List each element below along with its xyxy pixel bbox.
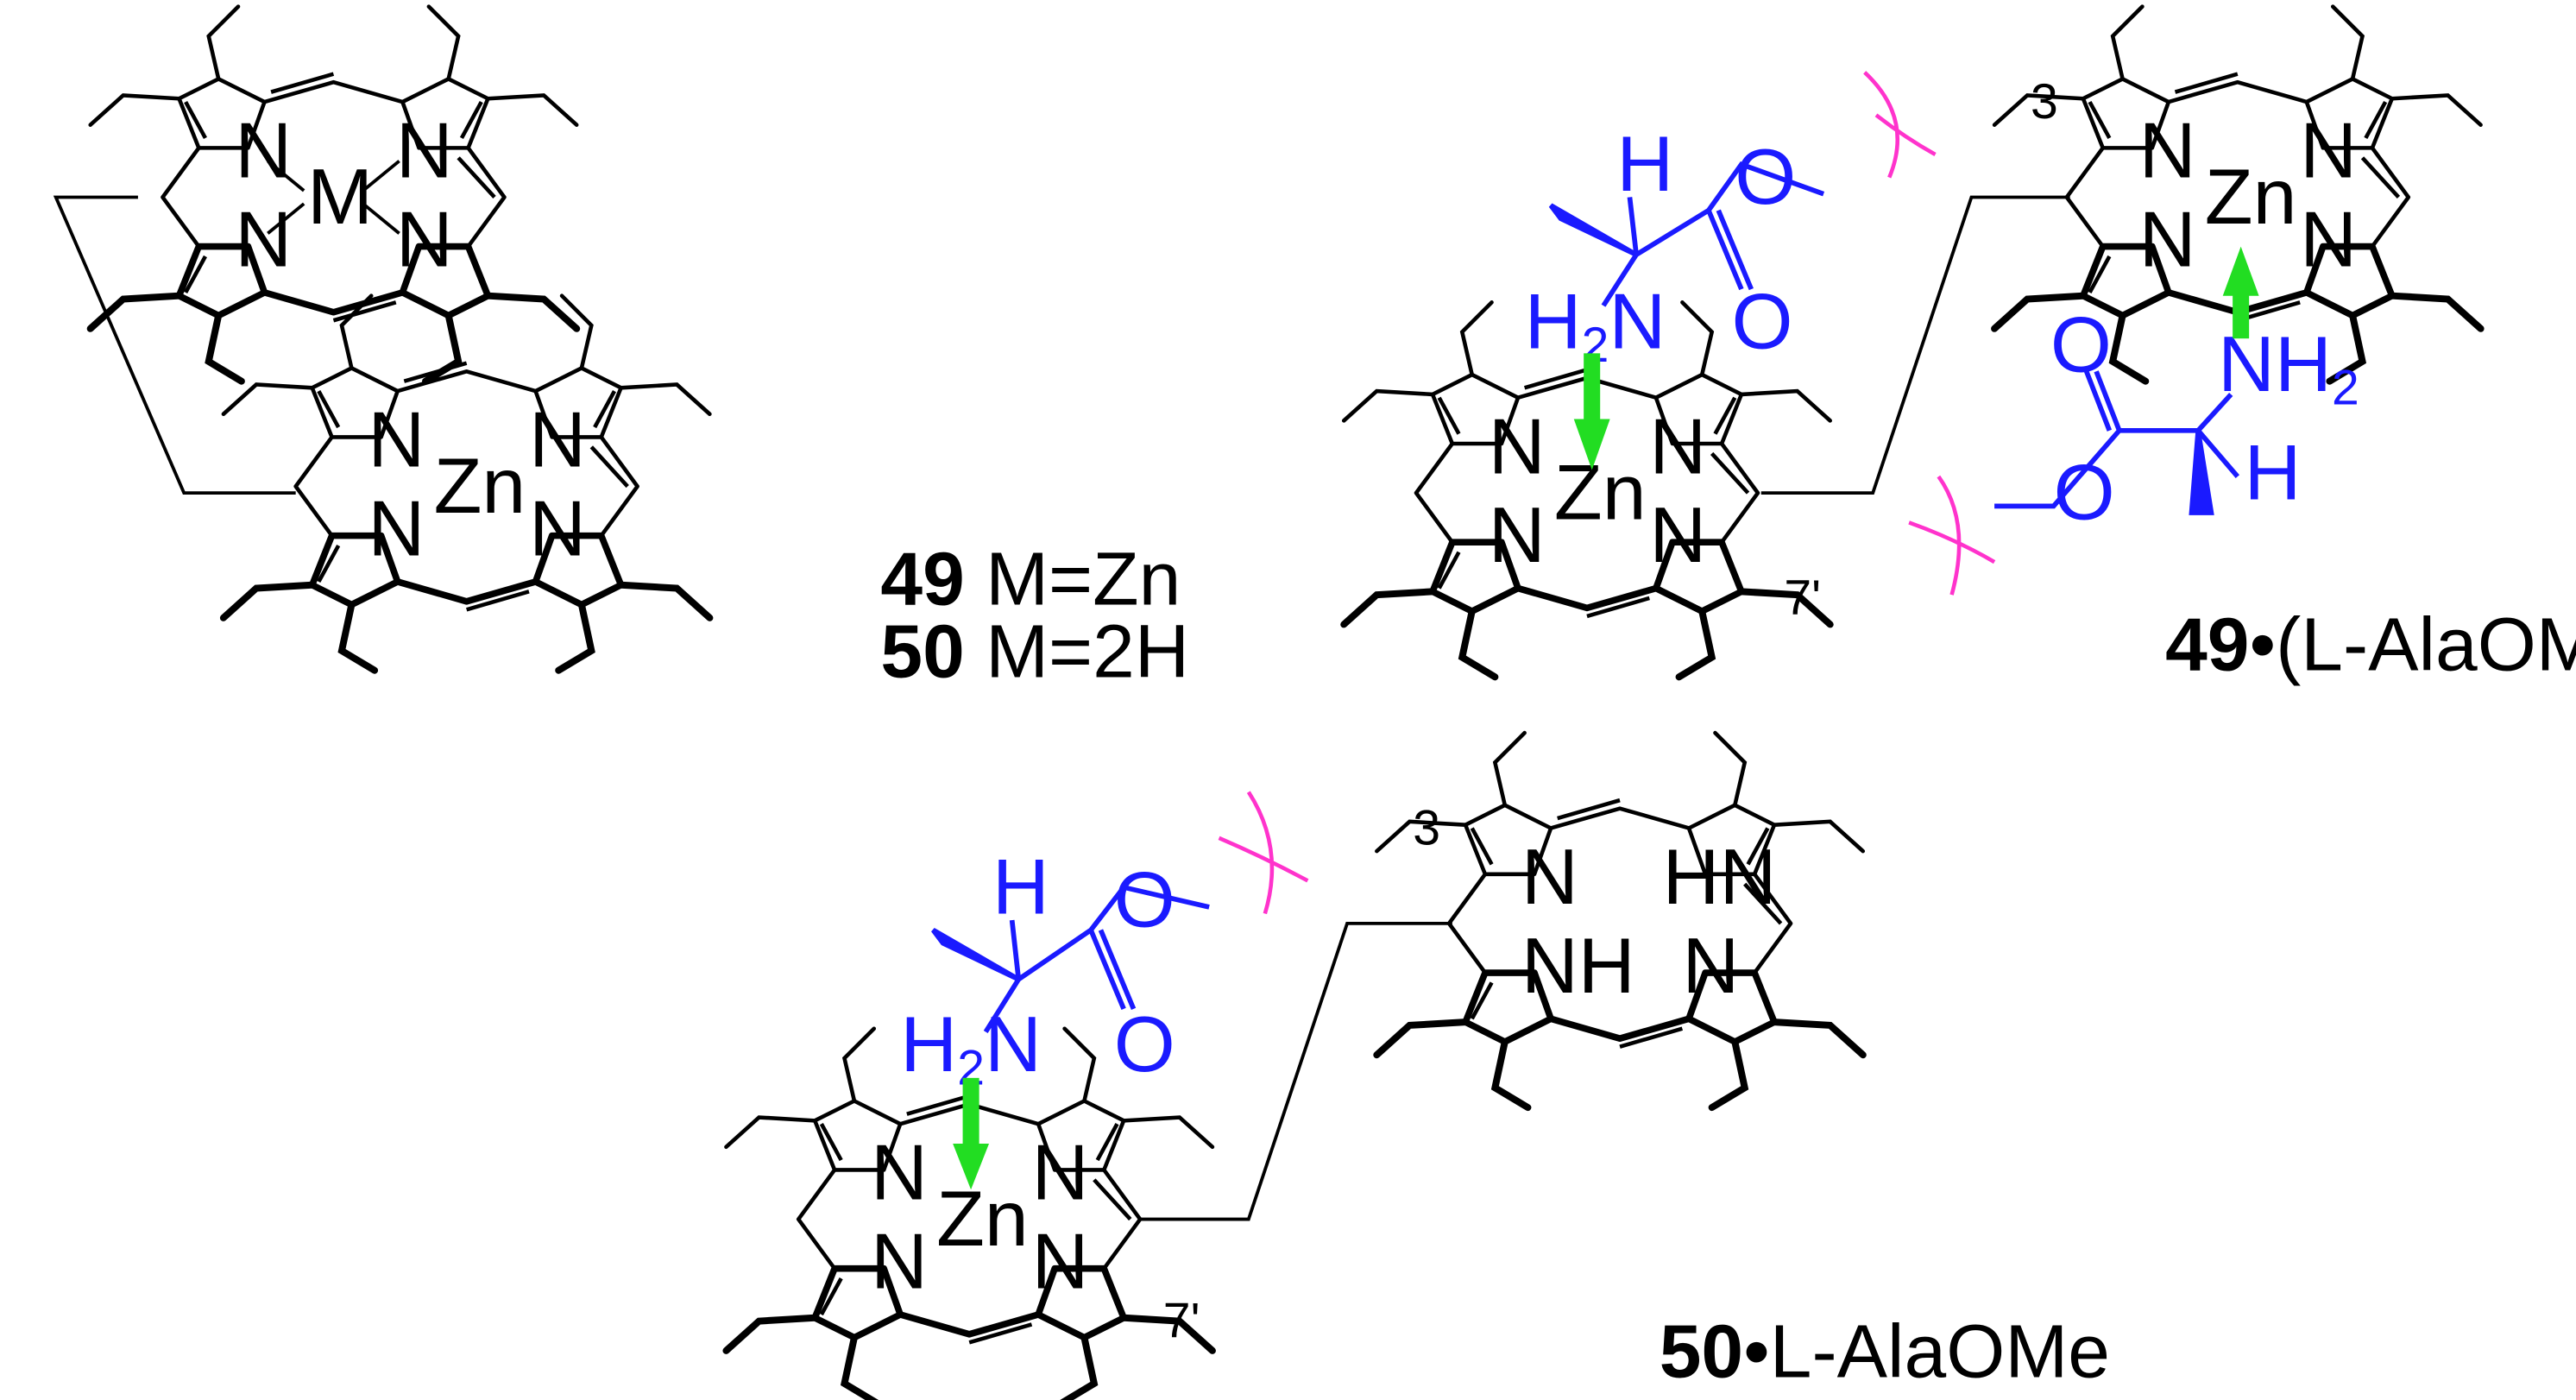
position-3: 3 xyxy=(2031,74,2058,129)
label-50: 50 xyxy=(1660,1309,1743,1393)
atom-n: N xyxy=(235,195,292,283)
methylene-linker xyxy=(53,195,296,495)
atom-n: N xyxy=(1032,1218,1089,1306)
atom-n: N xyxy=(529,396,586,484)
atom-hn: HN xyxy=(1663,833,1777,921)
position-7p: 7' xyxy=(1163,1294,1200,1349)
atom-o: O xyxy=(1114,856,1175,944)
atom-n: N xyxy=(235,107,292,195)
atom-n: N xyxy=(1649,491,1706,579)
ala-ome-lower xyxy=(1994,370,2240,515)
coordination-arrow xyxy=(2222,246,2259,339)
atom-h: H xyxy=(992,842,1049,930)
position-3: 3 xyxy=(1413,801,1440,856)
coordination-arrow xyxy=(953,1077,990,1190)
atom-n: N xyxy=(2139,107,2196,195)
atom-n: N xyxy=(2300,195,2357,283)
atom-o: O xyxy=(2054,449,2115,537)
atom-n: N xyxy=(1489,402,1546,490)
amine-group: H2N xyxy=(1525,278,1666,373)
atom-o: O xyxy=(2050,300,2112,388)
atom-metal: M xyxy=(307,153,373,241)
svg-text:50 M=2H: 50 M=2H xyxy=(880,609,1189,693)
atom-n: N xyxy=(2300,107,2357,195)
atom-nh: NH xyxy=(1521,922,1635,1010)
coordination-arrow xyxy=(1573,353,1610,470)
ala-ome-upper xyxy=(1548,161,1825,307)
atom-n: N xyxy=(529,484,586,572)
structure-49-50: N N N N M N N N N Zn 49 M=Zn 50 M=2H xyxy=(53,7,1189,693)
label-50-ala-text: •L-AlaOMe xyxy=(1743,1309,2110,1393)
methylene-linker xyxy=(1760,195,2070,495)
atom-n: N xyxy=(368,396,425,484)
atom-zn: Zn xyxy=(936,1175,1029,1263)
atom-n: N xyxy=(871,1129,928,1217)
porphyrin-upper: N N N N M xyxy=(91,7,576,382)
atom-n: N xyxy=(1489,491,1546,579)
label-49-text: M=Zn xyxy=(965,537,1181,621)
atom-n: N xyxy=(2139,195,2196,283)
atom-o: O xyxy=(1114,1000,1175,1088)
atom-n: N xyxy=(1649,402,1706,490)
porphyrin-freebase: N HN NH N 3 xyxy=(1376,733,1862,1107)
svg-text:49 M=Zn: 49 M=Zn xyxy=(880,537,1181,621)
atom-h: H xyxy=(1616,120,1673,208)
atom-n: N xyxy=(1032,1129,1089,1217)
atom-n: N xyxy=(396,195,453,283)
svg-text:50•L-AlaOMe: 50•L-AlaOMe xyxy=(1660,1309,2110,1393)
structure-49-ala2: N N N N Zn 7' N N N N Zn 3 xyxy=(1344,7,2576,695)
label-50: 50 xyxy=(880,609,964,693)
ala-ome xyxy=(931,884,1210,1034)
label-49: 49 xyxy=(2165,602,2249,687)
atom-o: O xyxy=(1731,278,1792,366)
porphyrin-right: N N N N Zn 3 xyxy=(1994,7,2480,382)
steric-clash-mark xyxy=(1218,791,1309,915)
amine-group: H2N xyxy=(900,1000,1042,1095)
label-49-ala-text: •(L-AlaOMe) xyxy=(2249,602,2576,687)
steric-clash-mark xyxy=(1863,71,1996,596)
porphyrin-zn: N N N N Zn 7' xyxy=(726,1029,1212,1400)
structure-50-ala: N N N N Zn 7' N HN NH N 3 xyxy=(726,733,2110,1400)
atom-h: H xyxy=(2244,429,2301,517)
atom-zn: Zn xyxy=(1554,449,1647,537)
porphyrin-lower: N N N N Zn xyxy=(224,296,709,671)
atom-n: N xyxy=(871,1218,928,1306)
label-50-text: M=2H xyxy=(965,609,1189,693)
atom-o: O xyxy=(1735,133,1796,221)
atom-zn: Zn xyxy=(2205,153,2297,241)
atom-n: N xyxy=(1521,833,1578,921)
atom-zn: Zn xyxy=(434,442,526,530)
methylene-linker xyxy=(1140,921,1452,1221)
svg-text:49•(L-AlaOMe)2: 49•(L-AlaOMe)2 xyxy=(2165,602,2576,695)
atom-n: N xyxy=(1682,922,1739,1010)
atom-n: N xyxy=(396,107,453,195)
porphyrin-left: N N N N Zn 7' xyxy=(1344,302,1830,677)
label-49: 49 xyxy=(880,537,964,621)
position-7p: 7' xyxy=(1784,571,1821,626)
atom-n: N xyxy=(368,484,425,572)
